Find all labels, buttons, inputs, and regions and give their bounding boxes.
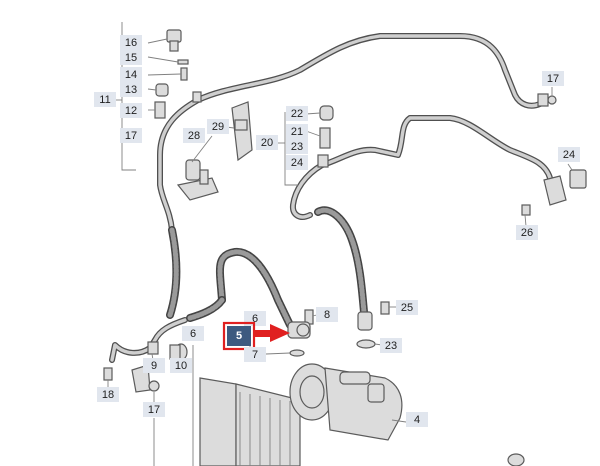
bracket-28 <box>176 159 219 201</box>
callout-26[interactable]: 26 <box>516 225 538 240</box>
callout-23-top[interactable]: 23 <box>286 139 308 154</box>
cap-13 <box>155 83 169 97</box>
callout-24-left[interactable]: 24 <box>286 155 308 170</box>
callout-20[interactable]: 20 <box>256 135 278 150</box>
svg-text:23: 23 <box>385 340 397 352</box>
svg-text:8: 8 <box>324 309 330 321</box>
oring-17-top <box>547 95 557 105</box>
svg-text:13: 13 <box>125 84 137 96</box>
fitting-9 <box>147 341 159 355</box>
callout-12[interactable]: 12 <box>120 103 142 118</box>
callout-23-bottom[interactable]: 23 <box>380 338 402 353</box>
oring-23 <box>356 339 376 349</box>
callout-9[interactable]: 9 <box>143 358 165 373</box>
compressor <box>289 363 403 441</box>
svg-text:6: 6 <box>252 313 258 325</box>
condenser <box>199 377 301 466</box>
svg-text:28: 28 <box>188 130 200 142</box>
svg-text:9: 9 <box>151 360 157 372</box>
svg-text:24: 24 <box>291 157 303 169</box>
callout-28[interactable]: 28 <box>183 128 205 143</box>
svg-text:7: 7 <box>252 349 258 361</box>
svg-text:20: 20 <box>261 137 273 149</box>
small-parts <box>103 29 587 466</box>
bracket-29 <box>231 101 253 162</box>
core-14 <box>180 67 188 81</box>
svg-text:4: 4 <box>414 414 420 426</box>
oring-7 <box>289 349 305 357</box>
callout-16[interactable]: 16 <box>120 35 142 50</box>
oring-17-low <box>148 380 160 392</box>
svg-text:17: 17 <box>148 404 160 416</box>
svg-text:18: 18 <box>102 389 114 401</box>
svg-text:26: 26 <box>521 227 533 239</box>
svg-text:22: 22 <box>291 108 303 120</box>
svg-text:17: 17 <box>125 130 137 142</box>
callout-17-left[interactable]: 17 <box>120 128 142 143</box>
flexible-hoses <box>166 206 368 329</box>
valve-12 <box>154 101 166 119</box>
svg-text:25: 25 <box>401 302 413 314</box>
screw-25 <box>380 301 390 315</box>
svg-text:5: 5 <box>236 330 242 342</box>
svg-text:14: 14 <box>125 69 137 81</box>
svg-text:21: 21 <box>291 126 303 138</box>
seal-15 <box>177 59 189 65</box>
callout-18[interactable]: 18 <box>97 387 119 402</box>
callout-11[interactable]: 11 <box>94 92 116 107</box>
valve-21 <box>319 127 331 149</box>
callout-29[interactable]: 29 <box>207 119 229 134</box>
valve-16 <box>166 29 182 52</box>
callout-14[interactable]: 14 <box>120 67 142 82</box>
svg-text:11: 11 <box>99 94 110 106</box>
callout-25[interactable]: 25 <box>396 300 418 315</box>
callout-21[interactable]: 21 <box>286 124 308 139</box>
svg-text:15: 15 <box>125 52 137 64</box>
fitting-5 <box>287 321 311 339</box>
callout-17-bottom[interactable]: 17 <box>143 402 165 417</box>
callout-24-right[interactable]: 24 <box>558 147 580 162</box>
callout-15[interactable]: 15 <box>120 50 142 65</box>
svg-text:29: 29 <box>212 121 224 133</box>
callout-5-highlighted[interactable]: 5 <box>222 321 256 351</box>
highlight-arrow <box>254 324 290 342</box>
callout-4[interactable]: 4 <box>406 412 428 427</box>
svg-text:12: 12 <box>125 105 137 117</box>
screw-18 <box>103 367 113 381</box>
callout-17-right[interactable]: 17 <box>542 71 564 86</box>
cap-22 <box>319 105 334 121</box>
svg-text:16: 16 <box>125 37 137 49</box>
svg-text:10: 10 <box>175 360 187 372</box>
callout-10[interactable]: 10 <box>170 358 192 373</box>
svg-text:24: 24 <box>563 149 575 161</box>
block-24 <box>569 169 587 189</box>
svg-text:17: 17 <box>547 73 559 85</box>
callout-22[interactable]: 22 <box>286 106 308 121</box>
callout-6-left[interactable]: 6 <box>182 326 204 341</box>
svg-text:6: 6 <box>190 328 196 340</box>
svg-text:23: 23 <box>291 141 303 153</box>
callout-7[interactable]: 7 <box>244 347 266 362</box>
callout-8[interactable]: 8 <box>316 307 338 322</box>
callout-13[interactable]: 13 <box>120 82 142 97</box>
